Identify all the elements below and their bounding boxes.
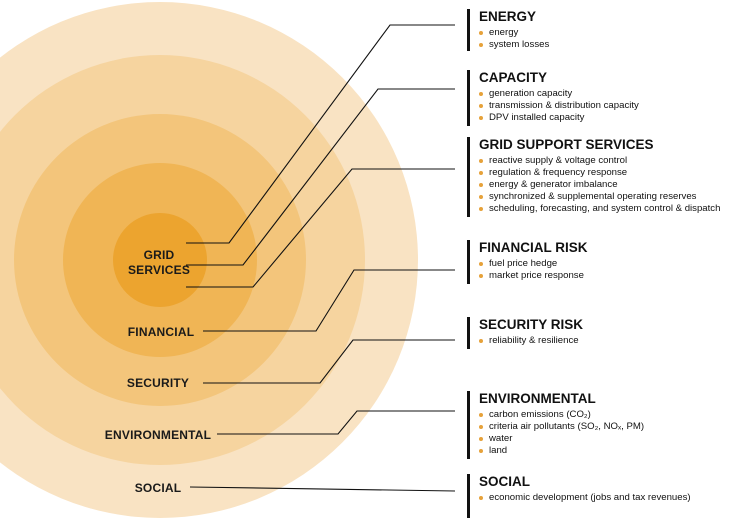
list-item: criteria air pollutants (SO₂, NOₓ, PM) xyxy=(479,421,644,433)
panel-title: CAPACITY xyxy=(479,70,548,85)
ring-label-social: SOCIAL xyxy=(135,481,182,495)
list-item: energy xyxy=(479,27,549,39)
list-item: economic development (jobs and tax reven… xyxy=(479,492,691,504)
list-item: synchronized & supplemental operating re… xyxy=(479,191,720,203)
list-item: energy & generator imbalance xyxy=(479,179,720,191)
panel-social: SOCIAL economic development (jobs and ta… xyxy=(467,474,691,518)
connector-environmental xyxy=(217,410,455,435)
connector-financial-risk xyxy=(203,269,455,332)
list-item: water xyxy=(479,433,644,445)
panel-item-list: economic development (jobs and tax reven… xyxy=(479,492,691,504)
ring-label-grid: GRID xyxy=(144,248,175,262)
list-item: market price response xyxy=(479,270,588,282)
ring-label-security: SECURITY xyxy=(127,376,189,390)
list-item: generation capacity xyxy=(479,88,639,100)
list-item: carbon emissions (CO₂) xyxy=(479,409,644,421)
panel-item-list: energy system losses xyxy=(479,27,549,51)
ring-label-financial: FINANCIAL xyxy=(128,325,194,339)
connector-capacity xyxy=(186,88,455,266)
list-item: DPV installed capacity xyxy=(479,112,639,124)
panel-title: ENVIRONMENTAL xyxy=(479,391,596,406)
panel-title: GRID SUPPORT SERVICES xyxy=(479,137,654,152)
connector-grid-support xyxy=(186,168,455,288)
panel-item-list: reactive supply & voltage control regula… xyxy=(479,155,720,215)
connector-security-risk xyxy=(203,339,455,384)
panel-item-list: carbon emissions (CO₂) criteria air poll… xyxy=(479,409,644,457)
panel-title: ENERGY xyxy=(479,9,537,24)
ring-label-services: SERVICES xyxy=(128,263,190,277)
panel-title: SECURITY RISK xyxy=(479,317,584,332)
panel-item-list: fuel price hedge market price response xyxy=(479,258,588,282)
list-item: reactive supply & voltage control xyxy=(479,155,720,167)
panel-financial-risk: FINANCIAL RISK fuel price hedge market p… xyxy=(467,240,588,284)
connector-energy xyxy=(186,24,455,244)
list-item: reliability & resilience xyxy=(479,335,583,347)
list-item: scheduling, forecasting, and system cont… xyxy=(479,203,720,215)
panel-capacity: CAPACITY generation capacity transmissio… xyxy=(467,70,639,126)
list-item: system losses xyxy=(479,39,549,51)
panel-environmental: ENVIRONMENTAL carbon emissions (CO₂) cri… xyxy=(467,391,644,459)
panel-title: SOCIAL xyxy=(479,474,531,489)
panel-item-list: generation capacity transmission & distr… xyxy=(479,88,639,124)
list-item: fuel price hedge xyxy=(479,258,588,270)
panel-energy: ENERGY energy system losses xyxy=(467,9,549,51)
ring-grid-services xyxy=(113,213,207,307)
panel-security-risk: SECURITY RISK reliability & resilience xyxy=(467,317,583,349)
panel-grid-support-services: GRID SUPPORT SERVICES reactive supply & … xyxy=(467,137,720,217)
connector-social xyxy=(189,486,456,492)
ring-label-environmental: ENVIRONMENTAL xyxy=(105,428,211,442)
panel-title: FINANCIAL RISK xyxy=(479,240,588,255)
list-item: transmission & distribution capacity xyxy=(479,100,639,112)
list-item: regulation & frequency response xyxy=(479,167,720,179)
list-item: land xyxy=(479,445,644,457)
panel-item-list: reliability & resilience xyxy=(479,335,583,347)
